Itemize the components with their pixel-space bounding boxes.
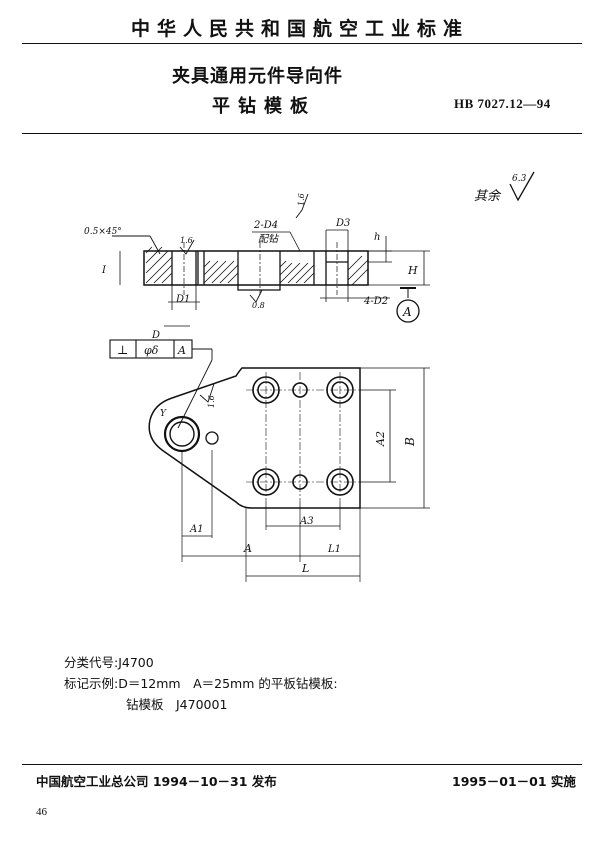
issue-date: 中国航空工业总公司 1994－10－31 发布 (36, 774, 277, 789)
header-rule (22, 43, 582, 44)
svg-text:h: h (374, 232, 380, 243)
svg-text:L: L (301, 562, 309, 575)
plan-view: ⊥ φδ A D Y 1.6 (109, 325, 430, 582)
svg-text:2-D4: 2-D4 (253, 220, 278, 231)
roughness-value: 6.3 (512, 174, 527, 184)
svg-text:A2: A2 (374, 431, 387, 447)
page-number: 46 (36, 806, 47, 818)
marking-value: 钻模板 J470001 (126, 697, 228, 712)
svg-text:配钻: 配钻 (258, 233, 280, 245)
svg-text:H: H (407, 264, 418, 277)
footer-rule (22, 764, 582, 765)
svg-text:A: A (243, 542, 252, 555)
svg-text:I: I (101, 265, 107, 276)
svg-text:1.6: 1.6 (207, 395, 216, 408)
svg-text:L1: L1 (327, 544, 341, 555)
svg-text:Y: Y (160, 409, 167, 419)
roughness-symbol (509, 171, 535, 202)
roughness-note: 其余 (474, 188, 502, 204)
document-title: 夹具通用元件导向件 (172, 66, 343, 87)
svg-text:4-D2: 4-D2 (363, 296, 388, 307)
section-view: 0.5×45° 1.6 I D1 0.8 2-D4 配钻 1.6 D3 h (84, 193, 430, 323)
svg-text:0.8: 0.8 (252, 301, 265, 310)
svg-text:φδ: φδ (144, 344, 159, 357)
svg-text:1.6: 1.6 (180, 236, 193, 245)
svg-text:A1: A1 (189, 524, 204, 535)
org-title: 中华人民共和国航空工业标准 (130, 18, 469, 40)
svg-text:A: A (177, 344, 186, 357)
svg-text:A: A (402, 305, 412, 319)
classification-code: 分类代号:J4700 (64, 655, 154, 670)
svg-text:0.5×45°: 0.5×45° (84, 227, 122, 237)
svg-text:1.6: 1.6 (297, 193, 306, 206)
plate-outline (143, 250, 369, 286)
svg-text:A3: A3 (299, 516, 314, 527)
title-rule (22, 133, 582, 134)
document-subtitle: 平钻模板 (212, 96, 316, 117)
svg-text:⊥: ⊥ (117, 343, 128, 357)
svg-text:D3: D3 (335, 218, 350, 229)
standard-number: HB 7027.12—94 (454, 96, 551, 111)
marking-example: 标记示例:D＝12mm A＝25mm 的平板钻模板: (64, 676, 338, 691)
technical-drawing: 其余 6.3 0.5×45° 1. (84, 171, 535, 582)
svg-text:D: D (151, 330, 160, 341)
effective-date: 1995－01－01 实施 (452, 774, 576, 789)
svg-text:D1: D1 (175, 294, 190, 305)
svg-text:B: B (403, 437, 417, 447)
